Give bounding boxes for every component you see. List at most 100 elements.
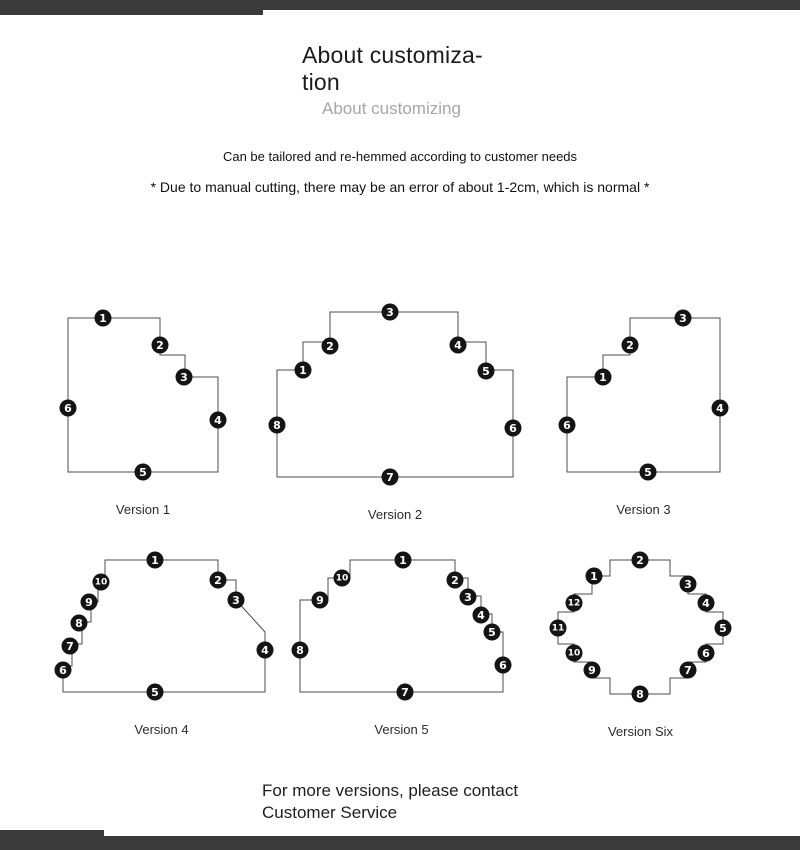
edge-number-marker	[256, 641, 274, 659]
edge-number-marker	[333, 569, 351, 587]
edge-number-marker	[94, 309, 112, 327]
edge-number-label: 6	[64, 402, 72, 415]
edge-number-marker	[321, 337, 339, 355]
edge-number-label: 7	[401, 686, 409, 699]
edge-number-label: 9	[85, 596, 93, 609]
edge-number-label: 1	[299, 364, 307, 377]
edge-number-label: 8	[296, 644, 304, 657]
edge-number-label: 6	[702, 647, 710, 660]
edge-number-label: 3	[180, 371, 188, 384]
edge-number-marker	[61, 637, 79, 655]
edge-number-label: 9	[316, 594, 324, 607]
edge-number-marker	[146, 551, 164, 569]
edge-number-label: 7	[684, 664, 692, 677]
edge-number-marker	[504, 419, 522, 437]
page-title-line1: About customiza-	[302, 42, 483, 68]
bottom-decoration-bar	[0, 836, 800, 850]
edge-number-label: 3	[684, 578, 692, 591]
edge-number-label: 1	[599, 371, 607, 384]
edge-number-marker	[291, 641, 309, 659]
note-tailoring: Can be tailored and re-hemmed according …	[222, 149, 578, 164]
edge-number-label: 4	[261, 644, 269, 657]
edge-number-marker	[449, 336, 467, 354]
edge-number-marker	[585, 567, 603, 585]
edge-number-label: 2	[626, 339, 634, 352]
edge-number-label: 2	[214, 574, 222, 587]
edge-number-label: 7	[386, 471, 394, 484]
edge-number-marker	[483, 623, 501, 641]
edge-number-marker	[92, 573, 110, 591]
edge-number-marker	[80, 593, 98, 611]
version-caption: Version 2	[367, 507, 423, 522]
edge-number-marker	[565, 594, 583, 612]
bottom-decoration-bar-left	[0, 830, 104, 850]
edge-number-label: 8	[636, 688, 644, 701]
edge-number-marker	[679, 661, 697, 679]
edge-number-label: 6	[59, 664, 67, 677]
shape-outline	[276, 311, 514, 478]
edge-number-marker	[459, 588, 477, 606]
edge-number-label: 9	[588, 664, 596, 677]
shape-outline	[62, 559, 266, 693]
edge-number-label: 6	[563, 419, 571, 432]
page-subtitle: About customizing	[322, 99, 461, 118]
version-caption: Version 3	[616, 502, 671, 517]
edge-number-marker	[446, 571, 464, 589]
version-caption: Version Six	[607, 724, 674, 739]
edge-number-marker	[311, 591, 329, 609]
edge-number-marker	[583, 661, 601, 679]
edge-number-label: 6	[499, 659, 507, 672]
shape-outline	[557, 559, 724, 695]
note-tolerance: * Due to manual cutting, there may be an…	[150, 179, 650, 195]
edge-number-marker	[294, 361, 312, 379]
edge-number-marker	[396, 683, 414, 701]
edge-number-marker	[565, 644, 583, 662]
edge-number-marker	[621, 336, 639, 354]
edge-number-marker	[268, 416, 286, 434]
edge-number-marker	[631, 551, 649, 569]
edge-number-marker	[711, 399, 729, 417]
edge-number-marker	[381, 468, 399, 486]
edge-number-marker	[134, 463, 152, 481]
edge-number-label: 6	[509, 422, 517, 435]
edge-number-marker	[679, 575, 697, 593]
edge-number-label: 4	[214, 414, 222, 427]
edge-number-label: 8	[273, 419, 281, 432]
edge-number-label: 2	[326, 340, 334, 353]
edge-number-label: 3	[679, 312, 687, 325]
page-title: About customiza-tion	[302, 42, 483, 96]
edge-number-marker	[70, 614, 88, 632]
edge-number-marker	[381, 303, 399, 321]
edge-number-label: 2	[156, 339, 164, 352]
edge-number-label: 4	[702, 597, 710, 610]
edge-number-marker	[639, 463, 657, 481]
shape-outline	[299, 559, 504, 693]
edge-number-marker	[674, 309, 692, 327]
edge-number-marker	[697, 644, 715, 662]
edge-number-marker	[54, 661, 72, 679]
edge-number-marker	[472, 606, 490, 624]
edge-number-label: 1	[399, 554, 407, 567]
version-caption: Version 4	[134, 722, 189, 737]
edge-number-label: 7	[66, 640, 74, 653]
edge-number-marker	[558, 416, 576, 434]
edge-number-marker	[549, 619, 567, 637]
edge-number-label: 4	[716, 402, 724, 415]
edge-number-marker	[59, 399, 77, 417]
edge-number-label: 5	[139, 466, 147, 479]
edge-number-label: 10	[336, 574, 349, 584]
edge-number-label: 1	[151, 554, 159, 567]
edge-number-marker	[209, 571, 227, 589]
